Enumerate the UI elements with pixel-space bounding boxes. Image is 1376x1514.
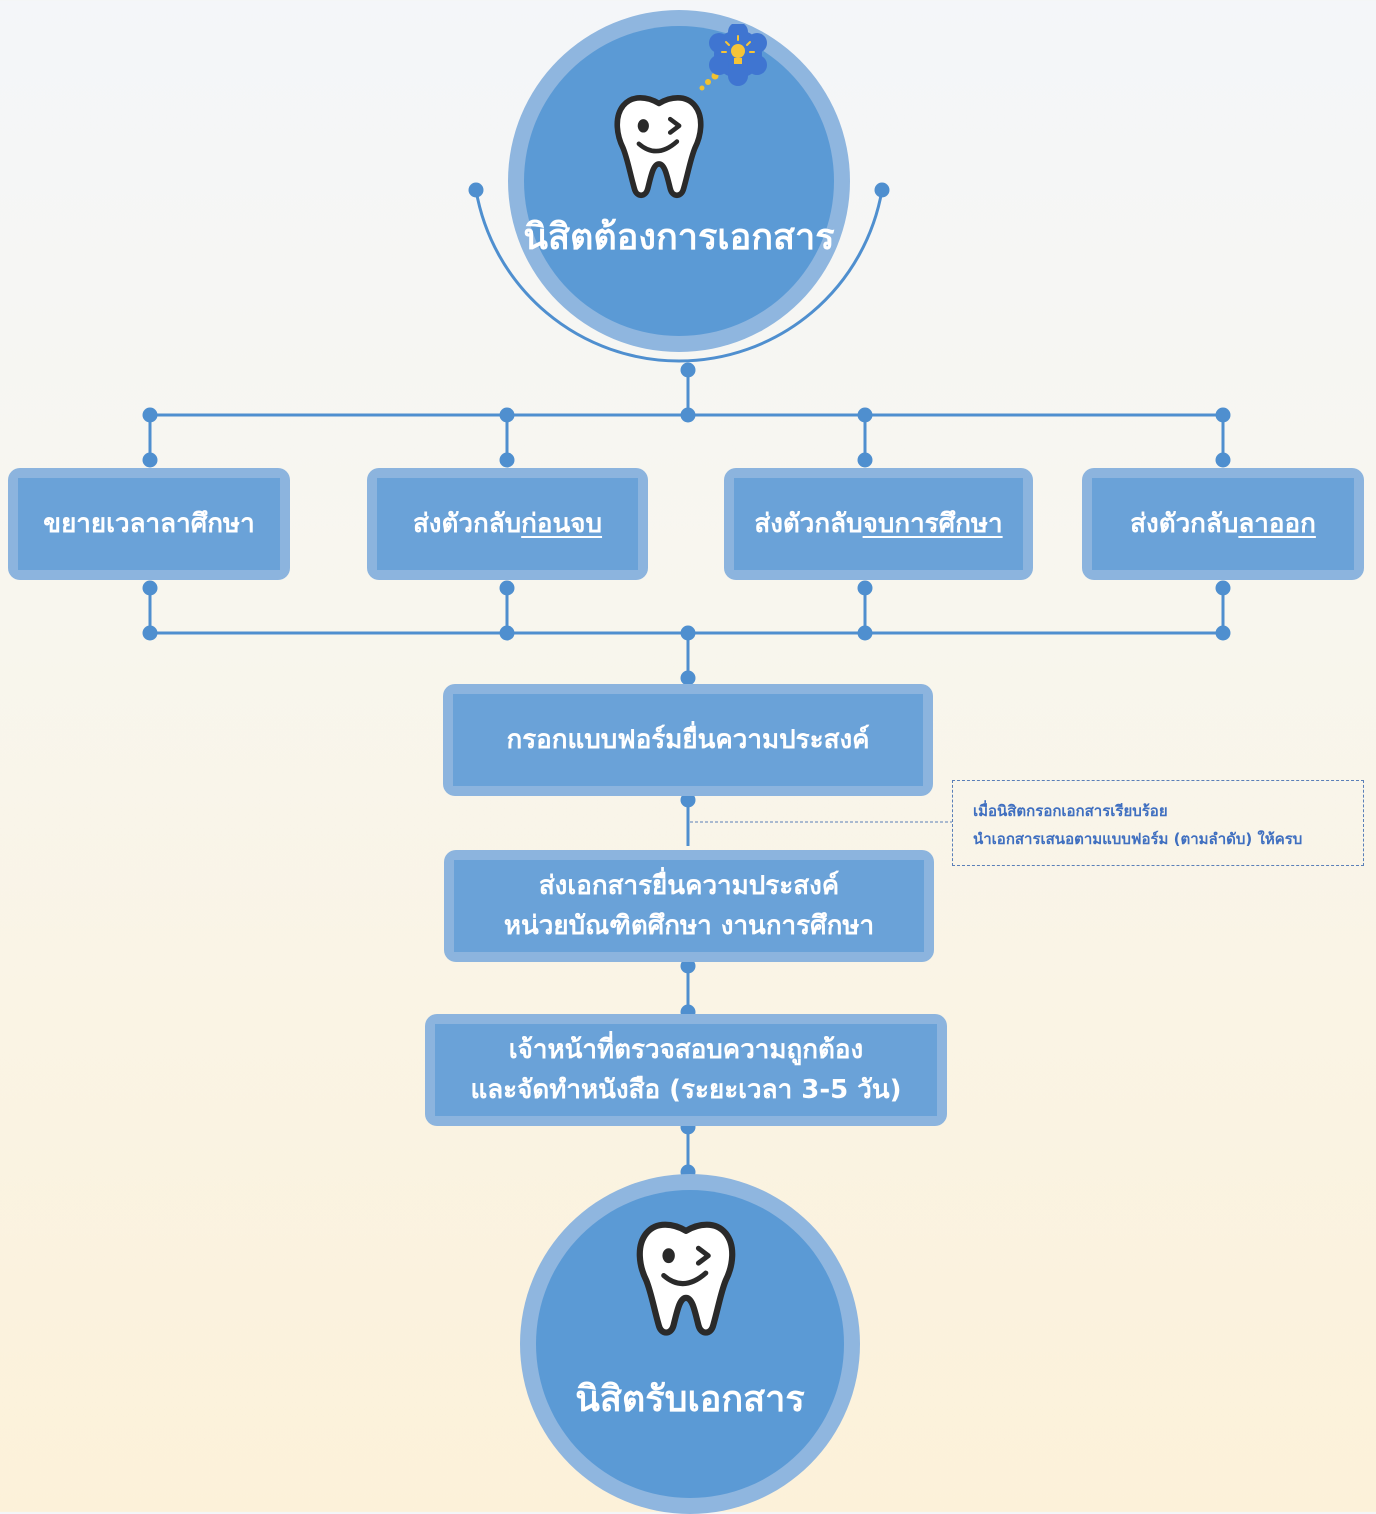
option-label: ส่งตัวกลับ (1130, 509, 1239, 539)
step-verify-line-1: เจ้าหน้าที่ตรวจสอบความถูกต้อง (508, 1035, 864, 1065)
end-title: นิสิตรับเอกสาร (575, 1379, 805, 1420)
option-label: ส่งตัวกลับ (754, 509, 863, 539)
instruction-note: เมื่อนิสิตกรอกเอกสารเรียบร้อย นำเอกสารเส… (952, 780, 1364, 866)
step-officer-verify: เจ้าหน้าที่ตรวจสอบความถูกต้อง และจัดทำหน… (425, 1014, 947, 1126)
option-extend-study: ขยายเวลาลาศึกษา (8, 468, 290, 580)
start-node: นิสิตต้องการเอกสาร (508, 10, 850, 352)
option-emphasis: จบการศึกษา (862, 509, 1003, 539)
start-arc (474, 189, 884, 363)
option-return-before-graduation: ส่งตัวกลับก่อนจบ (367, 468, 648, 580)
step-submit-line-2: หน่วยบัณฑิตศึกษา งานการศึกษา (503, 911, 875, 941)
tooth-mascot-icon (636, 1221, 736, 1336)
option-emphasis: ก่อนจบ (521, 509, 603, 539)
note-line-1: เมื่อนิสิตกรอกเอกสารเรียบร้อย (973, 802, 1168, 820)
step-submit-line-1: ส่งเอกสารยื่นความประสงค์ (538, 871, 840, 901)
end-node: นิสิตรับเอกสาร (520, 1174, 860, 1514)
note-line-2: นำเอกสารเสนอตามแบบฟอร์ม (ตามลำดับ) ให้คร… (973, 830, 1303, 848)
start-title: นิสิตต้องการเอกสาร (523, 217, 835, 258)
tooth-mascot-icon (614, 95, 704, 199)
lightbulb-icon (699, 24, 767, 91)
step-fill-form: กรอกแบบฟอร์มยื่นความประสงค์ (443, 684, 933, 796)
option-label: ส่งตัวกลับ (412, 509, 522, 539)
option-return-resign: ส่งตัวกลับลาออก (1082, 468, 1364, 580)
option-label: ขยายเวลาลาศึกษา (43, 509, 255, 539)
option-return-graduated: ส่งตัวกลับจบการศึกษา (724, 468, 1033, 580)
option-emphasis: ลาออก (1238, 509, 1316, 539)
step-submit-documents: ส่งเอกสารยื่นความประสงค์ หน่วยบัณฑิตศึกษ… (444, 850, 934, 962)
step-fill-form-text: กรอกแบบฟอร์มยื่นความประสงค์ (506, 725, 870, 755)
step-verify-line-2: และจัดทำหนังสือ (ระยะเวลา 3-5 วัน) (470, 1075, 902, 1105)
